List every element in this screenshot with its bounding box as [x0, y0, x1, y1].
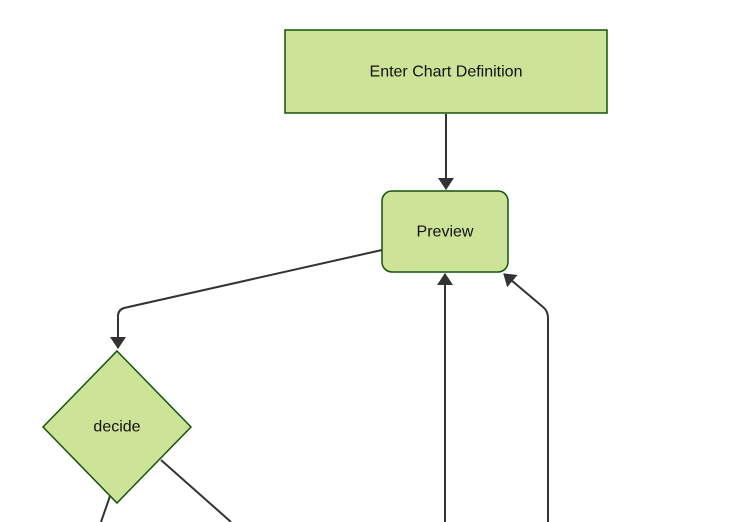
edge-preview-to-decide: [110, 249, 383, 349]
node-decide: decide: [41, 349, 193, 505]
enter-chart-definition-box: [284, 29, 608, 114]
node-preview: Preview: [381, 190, 509, 273]
edge-bottom-to-preview-right: [503, 273, 549, 522]
node-enter-chart-definition: Enter Chart Definition: [284, 29, 608, 114]
enter-chart-definition-label: Enter Chart Definition: [370, 64, 523, 81]
edge-decide-offscreen-right: [160, 459, 232, 522]
preview-box: [381, 190, 509, 273]
decide-diamond: [41, 349, 193, 505]
edge-decide-offscreen-left: [100, 495, 111, 522]
preview-label: Preview: [417, 224, 474, 241]
decide-label: decide: [93, 419, 140, 436]
